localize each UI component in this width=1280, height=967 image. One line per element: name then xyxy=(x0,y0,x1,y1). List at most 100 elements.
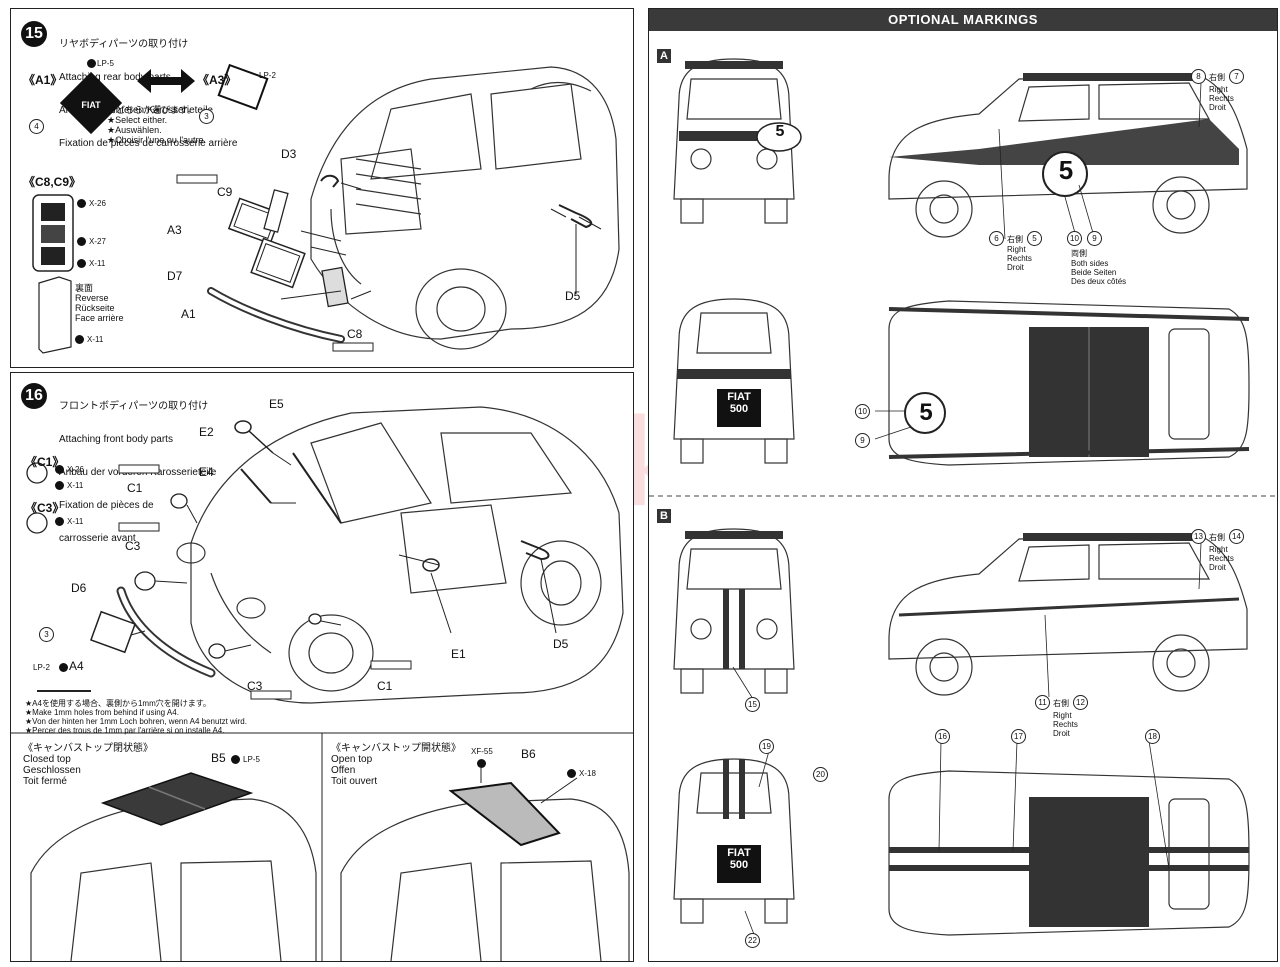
drill-note: ★A4を使用する場合、裏側から1mm穴を開けます。 ★Make 1mm hole… xyxy=(25,699,247,735)
paint-dot xyxy=(75,335,84,344)
side-note: Right Rechts Droit xyxy=(1007,245,1032,272)
side-fr: Droit xyxy=(1209,103,1226,112)
side-jp: 右側 xyxy=(1007,235,1023,244)
part-b5: B5 xyxy=(211,751,226,765)
markings-illustration xyxy=(649,58,1277,938)
part-d5: D5 xyxy=(565,289,581,303)
x11-label: X-11 xyxy=(67,481,84,490)
decal-num: 9 xyxy=(1087,231,1102,246)
both-fr: Des deux côtés xyxy=(1071,277,1127,286)
part-c3: C3 xyxy=(125,539,141,553)
xf55-label: XF-55 xyxy=(471,747,493,756)
open-fr: Toit ouvert xyxy=(331,776,378,787)
option-c3-label: 《C3》 xyxy=(25,501,65,515)
paint-dot xyxy=(55,481,64,490)
step-number: 16 xyxy=(21,383,47,409)
title-jp: フロントボディパーツの取り付け xyxy=(59,401,209,412)
part-e4: E4 xyxy=(199,465,214,479)
side-en: Right xyxy=(1209,545,1228,554)
reverse-jp: 裏面 xyxy=(75,283,94,293)
select-note: ★どちらか選びます。 ★Select either. ★Auswählen. ★… xyxy=(107,105,206,145)
select-fr: ★Choisir l'une ou l'autre. xyxy=(107,135,207,145)
side-note: Right Rechts Droit xyxy=(1053,711,1078,738)
side-de: Rechts xyxy=(1007,254,1032,263)
lp5-label: LP-5 xyxy=(97,59,114,68)
side-fr: Droit xyxy=(1053,729,1070,738)
paint-dot xyxy=(55,517,64,526)
title-jp: リヤボディパーツの取り付け xyxy=(59,39,189,50)
x27-label: X-27 xyxy=(89,237,106,246)
side-en: Right xyxy=(1053,711,1072,720)
decal-4: 4 xyxy=(29,119,44,134)
decal-num: 5 xyxy=(1027,231,1042,246)
x11-label: X-11 xyxy=(67,517,84,526)
plate-text: 500 xyxy=(729,859,749,871)
side-jp: 右側 xyxy=(1053,699,1069,708)
decal-num: 7 xyxy=(1229,69,1244,84)
x26-label: X-26 xyxy=(89,199,106,208)
fiat-plate-b: FIAT 500 xyxy=(719,847,759,871)
title-fr: Fixation de pièces de xyxy=(59,500,154,511)
step-number: 15 xyxy=(21,21,47,47)
side-fr: Droit xyxy=(1007,263,1024,272)
x26-label: X-26 xyxy=(67,465,84,474)
closed-top-caption: 《キャンバストップ閉状態》 Closed top Geschlossen Toi… xyxy=(23,743,153,787)
note-fr: ★Percer des trous de 1mm par l'arrière s… xyxy=(25,726,225,735)
svg-text:FIAT: FIAT xyxy=(81,100,101,110)
paint-dot xyxy=(55,465,64,474)
side-de: Rechts xyxy=(1209,94,1234,103)
side-en: Right xyxy=(1209,85,1228,94)
part-a3: A3 xyxy=(167,223,182,237)
select-jp: ★どちらか選びます。 xyxy=(107,105,197,115)
side-note: Right Rechts Droit xyxy=(1209,85,1234,112)
paint-dot xyxy=(77,237,86,246)
part-d7: D7 xyxy=(167,269,183,283)
decal-3: 3 xyxy=(199,109,214,124)
part-c8: C8 xyxy=(347,327,363,341)
side-de: Rechts xyxy=(1053,720,1078,729)
step-16-panel: 16 フロントボディパーツの取り付け Attaching front body … xyxy=(10,372,634,962)
part-d3: D3 xyxy=(281,147,297,161)
reverse-fr: Face arrière xyxy=(75,313,124,323)
markings-header: OPTIONAL MARKINGS xyxy=(649,9,1277,31)
paint-dot xyxy=(87,59,96,68)
part-c1: C1 xyxy=(127,481,143,495)
part-e2: E2 xyxy=(199,425,214,439)
part-e5: E5 xyxy=(269,397,284,411)
select-en: ★Select either. xyxy=(107,115,168,125)
reverse-de: Rückseite xyxy=(75,303,115,313)
part-c3-lower: C3 xyxy=(247,679,263,693)
side-jp: 右側 xyxy=(1209,533,1225,542)
plate-text: 500 xyxy=(729,403,749,415)
x11-label: X-11 xyxy=(89,259,106,268)
optional-markings-panel: OPTIONAL MARKINGS A B xyxy=(648,8,1278,962)
x18-label: X-18 xyxy=(579,769,596,778)
decal-num: 10 xyxy=(855,404,870,419)
paint-dot xyxy=(477,759,486,768)
part-e1: E1 xyxy=(451,647,466,661)
select-de: ★Auswählen. xyxy=(107,125,162,135)
decal-num: 22 xyxy=(745,933,760,948)
decal-num: 15 xyxy=(745,697,760,712)
side-note: Right Rechts Droit xyxy=(1209,545,1234,572)
note-jp: ★A4を使用する場合、裏側から1mm穴を開けます。 xyxy=(25,699,211,708)
decal-num: 16 xyxy=(935,729,950,744)
lp2-label: LP-2 xyxy=(33,663,50,672)
decal-num: 14 xyxy=(1229,529,1244,544)
step-15-panel: 15 リヤボディパーツの取り付け Attaching rear body par… xyxy=(10,8,634,368)
option-c8c9-label: 《C8,C9》 xyxy=(23,175,82,189)
fiat-plate-a: FIAT 500 xyxy=(719,391,759,415)
side-de: Rechts xyxy=(1209,554,1234,563)
decal-3: 3 xyxy=(39,627,54,642)
both-en: Both sides xyxy=(1071,259,1109,268)
part-a1: A1 xyxy=(181,307,196,321)
paint-dot xyxy=(77,259,86,268)
race-number-side: 5 xyxy=(1058,155,1074,185)
part-c1-lower: C1 xyxy=(377,679,393,693)
title-fr: Fixation de pièces de carrosserie arrièr… xyxy=(59,138,238,149)
closed-jp: 《キャンバストップ閉状態》 xyxy=(23,743,153,754)
title-en: Attaching front body parts xyxy=(59,434,173,445)
reverse-en: Reverse xyxy=(75,293,109,303)
step-16-illustration xyxy=(11,406,633,961)
paint-dot xyxy=(59,663,68,672)
